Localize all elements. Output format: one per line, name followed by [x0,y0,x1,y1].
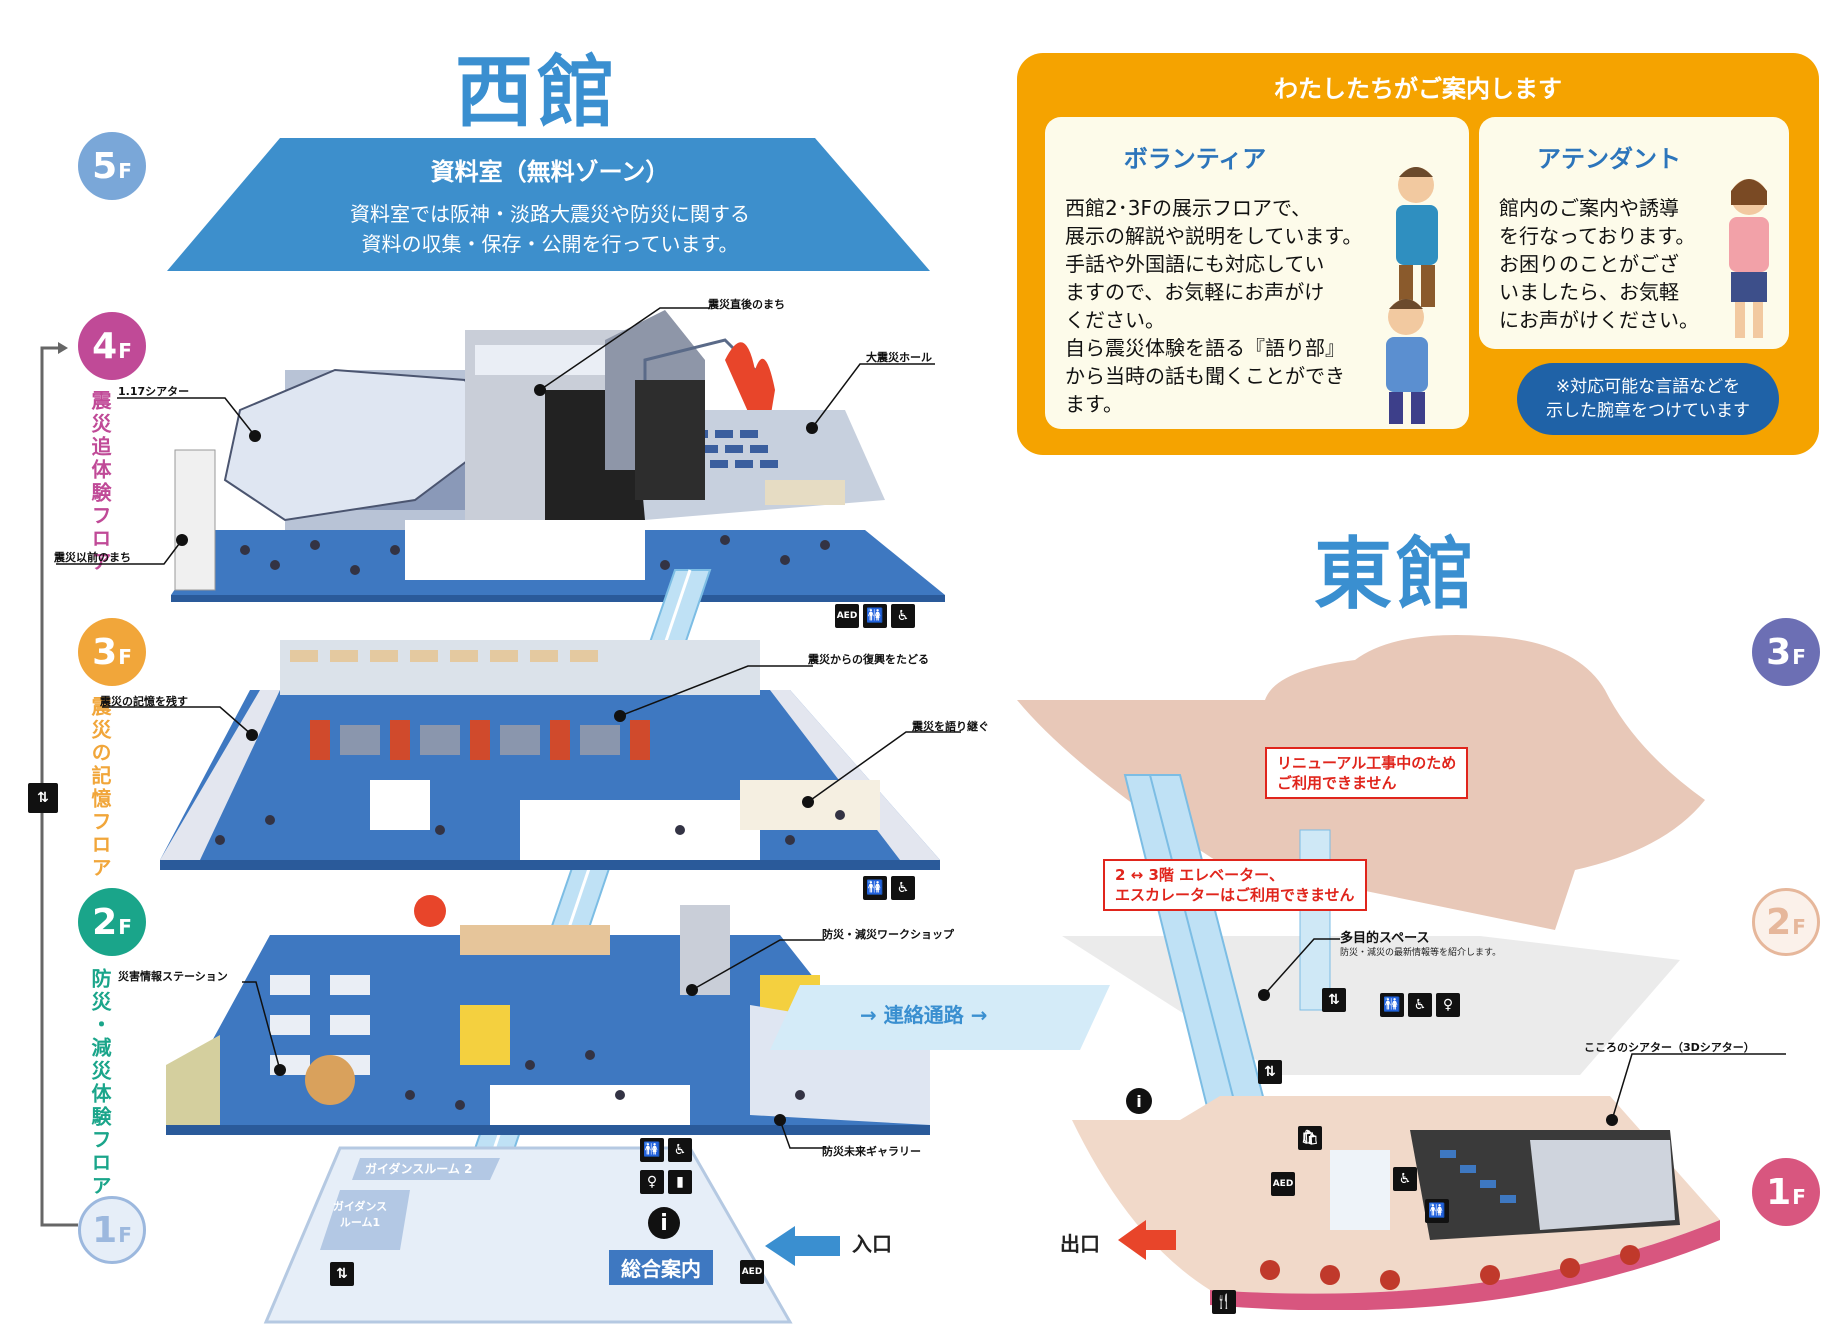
attendant-body: 館内のご案内や誘導 を行なっております。 お困りのことがござ いましたら、お気軽… [1499,196,1699,332]
label-after-quake-town: 震災直後のまち [708,298,785,311]
elevator-icon: ⇅ [1258,1060,1282,1084]
floor-5f-shape [167,138,930,271]
guide-panel: わたしたちがご案内します ボランティア 西館2･3Fの展示フロアで、 展示の解説… [1017,53,1819,455]
wheelchair-icon: ♿ [891,604,915,628]
floor-1f-illustration [263,1146,793,1324]
leader-after-quake-town [534,307,710,396]
aed-icon: AED [1271,1172,1295,1196]
label-workshop: 防災・減災ワークショップ [822,928,954,941]
leader-great-quake-hall [806,363,935,434]
restroom-icon: 🚻 [640,1138,664,1162]
leader-multipurpose-space [1258,938,1340,1001]
leader-keep-memory [102,706,258,741]
attendant-figure [1729,179,1769,338]
armband-note: ※対応可能な言語などを 示した腕章をつけています [1517,363,1779,435]
guide-panel-header: わたしたちがご案内します [1274,75,1562,103]
leader-pass-on-quake [802,731,961,808]
label-keep-memory: 震災の記憶を残す [100,695,188,708]
floor-5f-zone-title: 資料室（無料ゾーン） [430,158,670,186]
leader-recovery-path [614,665,813,722]
floor-5f-desc-1: 資料室では阪神・淡路大震災や防災に関する [350,202,750,226]
elevator-icon: ⇅ [330,1262,354,1286]
restroom-icon: 🚻 [863,604,887,628]
floor-4f-illustration [171,310,945,602]
label-117-theater: 1.17シアター [118,385,190,398]
connecting-corridor [770,985,1110,1050]
east-building-title: 東館 [1314,530,1479,620]
floor-name-3f: 震災の記憶フロア [88,696,112,880]
floor-5f-text: 資料室（無料ゾーン） 資料室では阪神・淡路大震災や防災に関する 資料の収集・保存… [230,152,870,259]
entrance-label[interactable]: 入口 [852,1232,892,1256]
baby-bottle-icon: ▮ [668,1170,692,1194]
restaurant-icon: 🍴 [1212,1290,1236,1314]
nursing-room-icon: ♀ [1436,993,1460,1017]
label-great-quake-hall: 大震災ホール [866,351,932,364]
guidance-room-2: ガイダンスルーム 2 [365,1162,473,1176]
floor-3f-illustration [160,640,940,870]
volunteer-figures [1386,167,1438,424]
label-future-gallery: 防災未来ギャラリー [822,1145,921,1158]
shop-icon: 🛍 [1298,1126,1322,1150]
elevator-icon: ⇅ [28,783,58,813]
east-floor-1f-shape [1072,1096,1720,1310]
floor-name-2f: 防災・減災体験フロア [88,968,112,1198]
entrance-arrow-icon [765,1226,840,1266]
aed-icon: AED [740,1260,764,1284]
leader-info-station [242,981,286,1076]
volunteer-body: 西館2･3Fの展示フロアで、 展示の解説や説明をしています。 手話や外国語にも対… [1065,196,1363,416]
exit-arrow-icon [1118,1220,1176,1260]
label-heart-theater: こころのシアター（3Dシアター） [1584,1041,1755,1054]
leader-117-theater [117,397,261,442]
volunteer-card: ボランティア 西館2･3Fの展示フロアで、 展示の解説や説明をしています。 手話… [1045,117,1469,429]
elevator-icon: ⇅ [1322,988,1346,1012]
floor-5f-desc-2: 資料の収集・保存・公開を行っています。 [361,232,739,256]
leader-before-quake-town [56,534,188,565]
restroom-icon: 🚻 [1380,993,1404,1017]
restroom-icon: 🚻 [863,876,887,900]
label-recovery-path: 震災からの復興をたどる [808,653,929,666]
leader-workshop [686,939,825,996]
leader-future-gallery [774,1114,825,1149]
corridor-label: → 連絡通路 → [860,1003,988,1027]
east-info-icon[interactable]: i [1126,1088,1152,1114]
label-multipurpose-desc: 防災・減災の最新情報等を紹介します。 [1340,948,1502,958]
leader-heart-theater [1606,1053,1786,1126]
exit-label[interactable]: 出口 [1060,1232,1100,1256]
attendant-card: アテンダント 館内のご案内や誘導 を行なっております。 お困りのことがござ いま… [1479,117,1789,349]
nursing-room-icon: ♀ [640,1170,664,1194]
volunteer-title: ボランティア [1123,145,1267,173]
wheelchair-icon: ♿ [1408,993,1432,1017]
guidance-room-1: ガイダンスルーム1 [332,1200,388,1229]
label-pass-on-quake: 震災を語り継ぐ [912,720,989,733]
restroom-icon: 🚻 [1425,1199,1449,1223]
label-multipurpose-space: 多目的スペース [1340,931,1430,946]
label-before-quake-town: 震災以前のまち [54,551,131,564]
wheelchair-icon: ♿ [1393,1167,1417,1191]
label-info-station: 災害情報ステーション [118,970,228,983]
attendant-title: アテンダント [1537,145,1681,173]
east-3f-notice: リニューアル工事中のためご利用できません [1265,747,1469,799]
east-2f-notice: 2 ↔ 3階 エレベーター、エスカレーターはご利用できません [1103,859,1367,911]
aed-icon: AED [835,604,859,628]
west-building-title: 西館 [455,48,620,138]
info-desk-label[interactable]: 総合案内 [609,1250,713,1285]
wheelchair-icon: ♿ [668,1138,692,1162]
floor-name-4f: 震災追体験フロア [88,390,112,574]
info-icon[interactable]: i [648,1207,680,1239]
wheelchair-icon: ♿ [891,876,915,900]
